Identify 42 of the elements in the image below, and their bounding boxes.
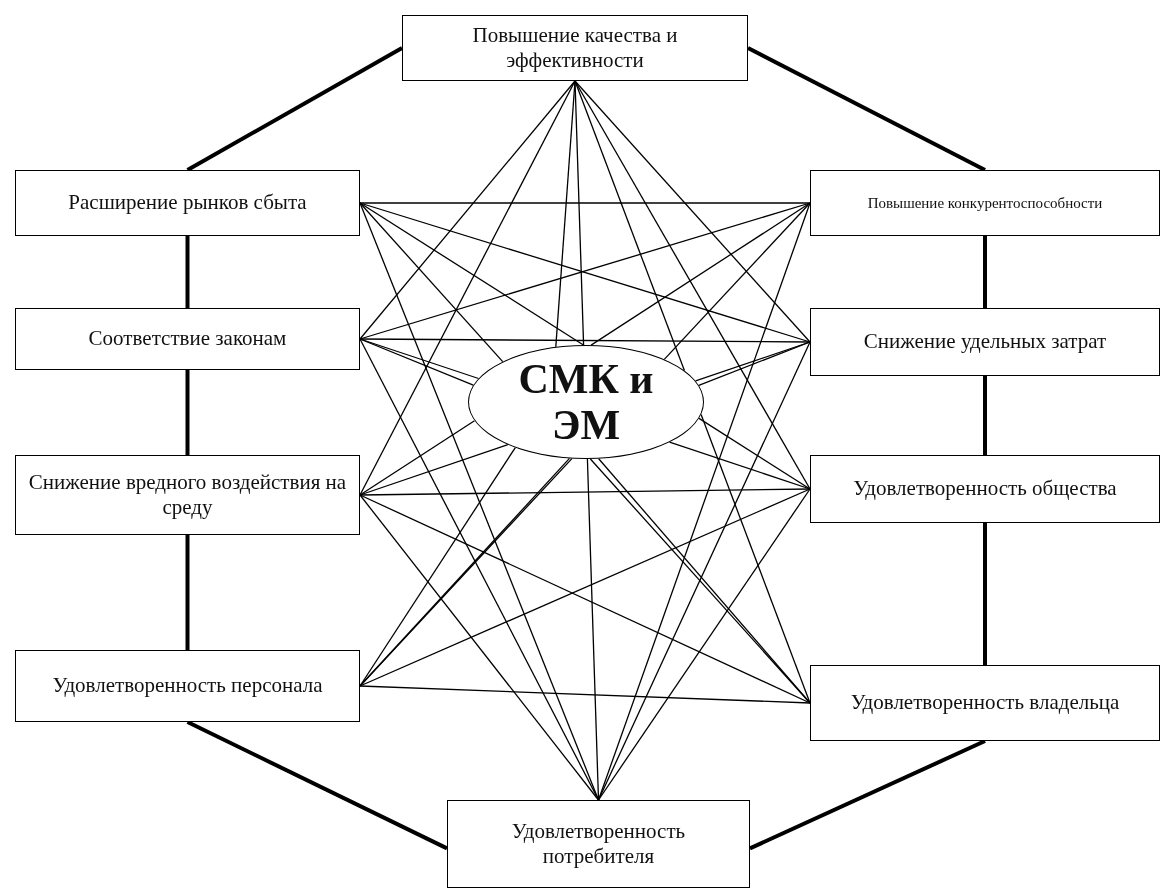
connector-line bbox=[359, 494, 600, 801]
goal-box: Снижение вредного воздействия на среду bbox=[15, 455, 360, 535]
connector-line bbox=[359, 444, 509, 496]
connector-line bbox=[668, 441, 811, 490]
goal-box: Удовлетворенность потребителя bbox=[447, 800, 750, 888]
connector-line bbox=[359, 80, 576, 496]
connector-line bbox=[359, 338, 811, 343]
connector-line bbox=[359, 338, 474, 386]
connector-line bbox=[574, 80, 811, 490]
connector-line bbox=[586, 458, 600, 801]
thick-connector-line bbox=[186, 720, 448, 851]
thick-connector-line bbox=[983, 236, 987, 308]
connector-line bbox=[359, 202, 504, 363]
goal-box: Удовлетворенность общества bbox=[810, 455, 1160, 523]
thick-connector-line bbox=[185, 236, 190, 308]
connector-line bbox=[698, 417, 811, 490]
connector-line bbox=[574, 80, 686, 372]
connector-line bbox=[663, 202, 811, 361]
connector-line bbox=[590, 202, 811, 346]
goal-box: Снижение удельных затрат bbox=[810, 308, 1160, 376]
thick-connector-line bbox=[185, 535, 190, 650]
connector-line bbox=[359, 420, 476, 496]
connector-line bbox=[359, 80, 576, 340]
thick-connector-line bbox=[186, 46, 403, 172]
goal-box: Расширение рынков сбыта bbox=[15, 170, 360, 236]
center-ellipse: СМК и ЭМ bbox=[468, 345, 704, 459]
thick-connector-line bbox=[983, 376, 987, 455]
connector-line bbox=[359, 685, 811, 704]
connector-line bbox=[597, 488, 811, 801]
connector-line bbox=[359, 202, 811, 204]
thick-connector-line bbox=[983, 523, 987, 665]
connector-line bbox=[359, 202, 585, 346]
thick-connector-line bbox=[185, 370, 190, 455]
goal-box: Соответствие законам bbox=[15, 308, 360, 370]
goal-box: Повышение качества и эффективности bbox=[402, 15, 748, 81]
goal-box: Удовлетворенность персонала bbox=[15, 650, 360, 722]
thick-connector-line bbox=[747, 46, 986, 172]
thick-connector-line bbox=[749, 739, 986, 851]
connector-line bbox=[359, 338, 600, 801]
goal-box: Повышение конкурентоспособности bbox=[810, 170, 1160, 236]
goal-box: Удовлетворенность владельца bbox=[810, 665, 1160, 741]
connector-line bbox=[574, 80, 811, 343]
